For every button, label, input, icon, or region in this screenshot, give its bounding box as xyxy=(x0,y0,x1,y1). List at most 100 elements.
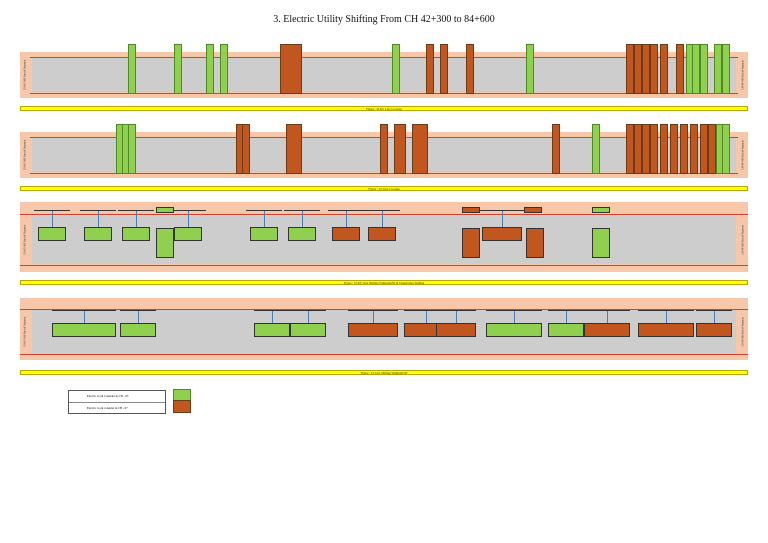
crossing-bar xyxy=(242,124,250,174)
end-label: CH 84+600 End of Segment xyxy=(738,132,748,178)
connector xyxy=(346,211,347,227)
panel-caption: Figure : LT Line Crossing xyxy=(20,186,748,191)
shift-line xyxy=(364,210,400,211)
shift-block xyxy=(38,227,66,241)
shift-block xyxy=(174,227,202,241)
crossing-bar xyxy=(412,124,428,174)
shift-block xyxy=(254,323,290,337)
crossing-bar xyxy=(394,124,406,174)
crossing-bar xyxy=(626,124,634,174)
start-label: CH 42+300 Start of Segment xyxy=(20,216,30,264)
shift-block xyxy=(348,323,398,337)
transformer-tag xyxy=(592,207,610,213)
shift-line xyxy=(254,310,290,311)
end-label: CH 84+600 End of Segment xyxy=(738,310,748,354)
start-label: CH 42+300 Start of Segment xyxy=(20,52,30,98)
connector xyxy=(188,211,189,227)
transformer-tag xyxy=(156,207,174,213)
shift-line xyxy=(328,210,364,211)
shift-line xyxy=(246,210,282,211)
crossing-bar xyxy=(626,44,634,94)
shift-block xyxy=(696,323,732,337)
shift-line xyxy=(34,210,70,211)
connector xyxy=(272,311,273,323)
connector xyxy=(607,311,608,323)
crossing-bar xyxy=(634,124,642,174)
crossing-bar xyxy=(220,44,228,94)
connector xyxy=(136,211,137,227)
shift-block xyxy=(436,323,476,337)
transformer-block xyxy=(462,228,480,258)
connector xyxy=(666,311,667,323)
crossing-bar xyxy=(634,44,642,94)
shift-block xyxy=(486,323,542,337)
crossing-bar xyxy=(680,124,688,174)
crossing-bar xyxy=(174,44,182,94)
crossing-bar xyxy=(676,44,684,94)
shift-block xyxy=(290,323,326,337)
connector xyxy=(98,211,99,227)
shift-block xyxy=(548,323,584,337)
shift-block xyxy=(368,227,396,241)
legend-swatch-orange xyxy=(173,400,191,413)
panel-lt-line-crossing: CH 42+300 Start of Segment CH 84+600 End… xyxy=(20,124,748,194)
connector xyxy=(382,211,383,227)
crossing-bar xyxy=(722,44,730,94)
crossing-bar xyxy=(650,124,658,174)
crossing-bar xyxy=(670,124,678,174)
connector xyxy=(566,311,567,323)
shift-line xyxy=(120,310,156,311)
shift-line xyxy=(584,310,630,311)
shift-line xyxy=(548,310,584,311)
shift-line xyxy=(478,210,526,211)
crossing-bar xyxy=(650,44,658,94)
crossing-bar xyxy=(466,44,474,94)
crossing-bar xyxy=(426,44,434,94)
shift-block xyxy=(288,227,316,241)
shift-line xyxy=(290,310,326,311)
connector xyxy=(84,311,85,323)
crossing-bar xyxy=(722,124,730,174)
legend-item-ch07: Electric work consider in CH - 07 xyxy=(87,406,128,410)
crossing-bar xyxy=(660,124,668,174)
crossing-bar xyxy=(128,124,136,174)
connector xyxy=(456,311,457,323)
connector xyxy=(308,311,309,323)
connector xyxy=(302,211,303,227)
crossing-bar xyxy=(690,124,698,174)
crossing-bar xyxy=(700,44,708,94)
crossing-bar xyxy=(206,44,214,94)
panel-caption: Figure : 33 KV Line Shifting Within ROW … xyxy=(20,280,748,285)
crossing-bar xyxy=(700,124,708,174)
shift-line xyxy=(170,210,206,211)
shift-line xyxy=(52,310,116,311)
shift-line xyxy=(696,310,732,311)
transformer-block xyxy=(156,228,174,258)
page-title: 3. Electric Utility Shifting From CH 42+… xyxy=(273,14,495,25)
connector xyxy=(502,211,503,227)
crossing-bar xyxy=(642,124,650,174)
connector xyxy=(52,211,53,227)
connector xyxy=(714,311,715,323)
start-label: CH 42+300 Start of Segment xyxy=(20,310,30,354)
shift-block xyxy=(52,323,116,337)
crossing-bar xyxy=(552,124,560,174)
crossing-bar xyxy=(280,44,302,94)
panel-lt-line-shifting: CH 42+300 Start of Segment CH 84+600 End… xyxy=(20,296,748,378)
end-label: CH 84+600 End of Segment xyxy=(738,216,748,264)
transformer-tag xyxy=(524,207,542,213)
transformer-tag xyxy=(462,207,480,213)
connector xyxy=(514,311,515,323)
crossing-bar xyxy=(440,44,448,94)
shift-block xyxy=(638,323,694,337)
crossing-bar xyxy=(692,44,700,94)
shift-line xyxy=(118,210,154,211)
transformer-block xyxy=(526,228,544,258)
shift-line xyxy=(284,210,320,211)
shift-line xyxy=(80,210,116,211)
connector xyxy=(138,311,139,323)
crossing-bar xyxy=(392,44,400,94)
crossing-bar xyxy=(660,44,668,94)
connector xyxy=(373,311,374,323)
crossing-bar xyxy=(380,124,388,174)
